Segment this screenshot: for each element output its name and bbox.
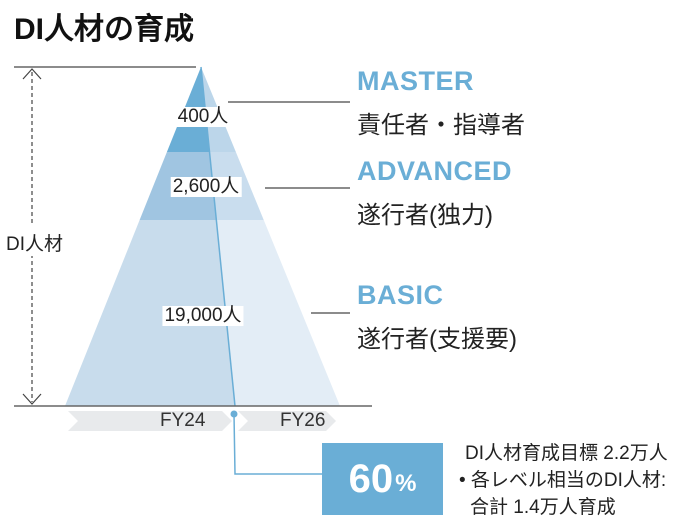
timeline-chevron-fy26 — [238, 411, 336, 431]
tier-desc-basic: 遂行者(支援要) — [357, 326, 517, 353]
tier-count-master: 400人 — [175, 106, 231, 127]
tier-count-advanced: 2,600人 — [170, 176, 242, 197]
note-total: 合計 1.4万人育成 — [470, 497, 616, 518]
progress-unit: % — [395, 470, 417, 497]
progress-marker — [230, 410, 238, 418]
progress-connector — [233, 413, 322, 475]
pyramid-tier-basic-right — [216, 220, 340, 406]
arrow-down-icon — [22, 393, 42, 405]
note-target: DI人材育成目標 2.2万人 — [465, 443, 668, 464]
pyramid-tier-basic-left — [65, 220, 235, 406]
progress-box: 60% — [322, 443, 443, 515]
axis-label: DI人材 — [4, 229, 66, 256]
tier-desc-advanced: 遂行者(独力) — [357, 202, 493, 229]
note-bullet: • 各レベル相当のDI人材: — [459, 470, 667, 491]
timeline-chevron-fy24 — [68, 411, 232, 431]
tier-count-basic: 19,000人 — [162, 305, 244, 326]
progress-value: 60 — [348, 456, 394, 501]
tier-desc-master: 責任者・指導者 — [357, 112, 525, 139]
arrow-up-icon — [22, 68, 42, 80]
page-title: DI人材の育成 — [14, 13, 194, 46]
tier-level-basic: BASIC — [357, 280, 444, 310]
timeline-label-fy26: FY26 — [280, 410, 326, 431]
tier-level-advanced: ADVANCED — [357, 156, 513, 186]
tier-level-master: MASTER — [357, 66, 474, 96]
timeline-label-fy24: FY24 — [160, 410, 206, 431]
